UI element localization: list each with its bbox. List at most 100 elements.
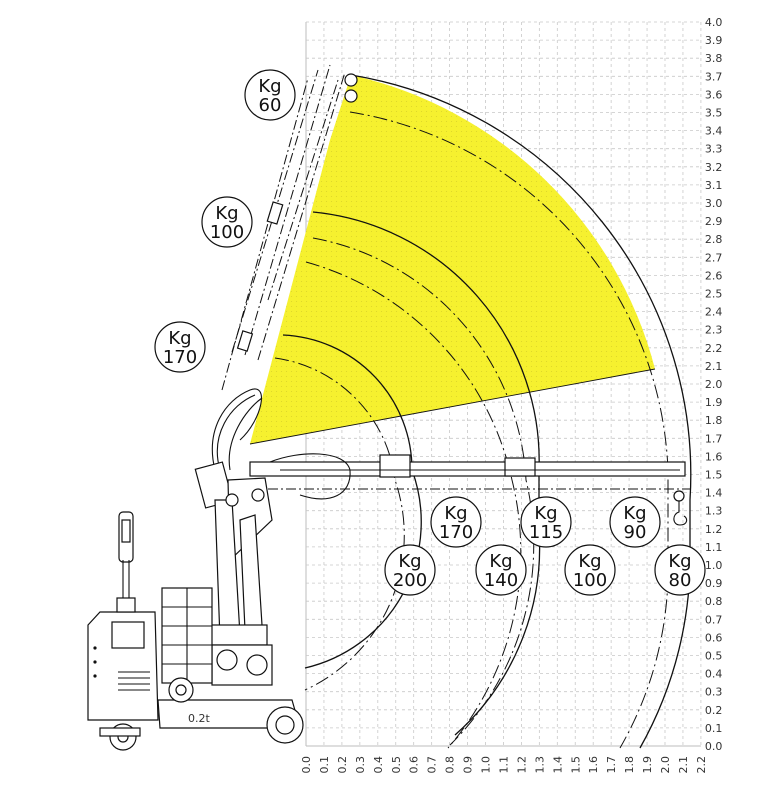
y-tick-label: 1.8 bbox=[705, 414, 723, 427]
y-tick-label: 0.2 bbox=[705, 704, 723, 717]
x-tick-label: 2.0 bbox=[659, 756, 672, 774]
load-value: 115 bbox=[529, 522, 563, 543]
y-tick-label: 0.3 bbox=[705, 686, 723, 699]
y-tick-label: 1.9 bbox=[705, 396, 723, 409]
y-tick-label: 3.3 bbox=[705, 143, 723, 156]
y-tick-label: 1.4 bbox=[705, 487, 723, 500]
y-tick-label: 3.1 bbox=[705, 179, 723, 192]
tiller-handle bbox=[116, 511, 136, 613]
mast bbox=[194, 461, 273, 686]
load-value: 140 bbox=[484, 570, 518, 591]
y-tick-label: 1.1 bbox=[705, 541, 723, 554]
load-labels: Kg60Kg100Kg170Kg170Kg115Kg90Kg200Kg140Kg… bbox=[154, 69, 706, 596]
load-value: 100 bbox=[210, 222, 244, 243]
load-unit: Kg bbox=[215, 203, 238, 224]
y-tick-label: 1.5 bbox=[705, 469, 723, 482]
load-value: 170 bbox=[439, 522, 473, 543]
load-value: 200 bbox=[393, 570, 427, 591]
y-tick-label: 0.7 bbox=[705, 613, 723, 626]
y-tick-label: 3.0 bbox=[705, 197, 723, 210]
x-tick-label: 1.2 bbox=[515, 756, 528, 774]
y-tick-label: 1.3 bbox=[705, 505, 723, 518]
y-tick-label: 1.2 bbox=[705, 523, 723, 536]
y-tick-label: 3.4 bbox=[705, 125, 723, 138]
y-tick-label: 2.4 bbox=[705, 306, 723, 319]
x-tick-label: 1.3 bbox=[533, 756, 546, 774]
y-tick-label: 1.6 bbox=[705, 450, 723, 463]
y-tick-label: 1.0 bbox=[705, 559, 723, 572]
x-tick-label: 1.0 bbox=[480, 756, 493, 774]
y-tick-label: 3.7 bbox=[705, 70, 723, 83]
x-tick-label: 0.5 bbox=[390, 756, 403, 774]
load-unit: Kg bbox=[168, 328, 191, 349]
reach-arc-max-inner bbox=[349, 111, 669, 749]
reach-arc-170-inner bbox=[274, 357, 405, 691]
reach-arc-max bbox=[350, 74, 692, 749]
machine-badge: 0.2t bbox=[188, 712, 210, 725]
y-tick-label: 3.8 bbox=[705, 52, 723, 65]
y-tick-label: 0.1 bbox=[705, 722, 723, 735]
boom-horizontal bbox=[249, 453, 690, 526]
load-value: 80 bbox=[669, 570, 692, 591]
x-tick-label: 0.7 bbox=[426, 756, 439, 774]
y-tick-label: 2.0 bbox=[705, 378, 723, 391]
y-tick-label: 2.3 bbox=[705, 324, 723, 337]
y-tick-label: 2.8 bbox=[705, 233, 723, 246]
y-tick-label: 2.2 bbox=[705, 342, 723, 355]
y-tick-label: 0.4 bbox=[705, 668, 723, 681]
load-unit: Kg bbox=[444, 503, 467, 524]
y-tick-label: 3.6 bbox=[705, 88, 723, 101]
y-tick-label: 0.9 bbox=[705, 577, 723, 590]
load-value: 60 bbox=[259, 95, 282, 116]
reach-arc-100 bbox=[312, 211, 541, 736]
x-tick-label: 1.9 bbox=[641, 756, 654, 774]
y-tick-label: 2.5 bbox=[705, 288, 723, 301]
x-tick-label: 0.2 bbox=[336, 756, 349, 774]
load-unit: Kg bbox=[578, 551, 601, 572]
y-tick-label: 3.9 bbox=[705, 34, 723, 47]
y-tick-label: 0.0 bbox=[705, 740, 723, 753]
y-tick-label: 0.5 bbox=[705, 650, 723, 663]
y-tick-label: 2.9 bbox=[705, 215, 723, 228]
x-tick-label: 0.8 bbox=[444, 756, 457, 774]
load-unit: Kg bbox=[623, 503, 646, 524]
load-unit: Kg bbox=[398, 551, 421, 572]
x-tick-label: 0.4 bbox=[372, 756, 385, 774]
boom-raised bbox=[221, 64, 358, 391]
x-tick-label: 1.5 bbox=[569, 756, 582, 774]
load-unit: Kg bbox=[258, 76, 281, 97]
load-unit: Kg bbox=[668, 551, 691, 572]
x-tick-label: 1.7 bbox=[605, 756, 618, 774]
x-tick-label: 0.6 bbox=[408, 756, 421, 774]
reach-arc-100-inner bbox=[312, 237, 535, 746]
y-tick-label: 3.5 bbox=[705, 107, 723, 120]
working-envelope bbox=[250, 75, 655, 444]
y-tick-label: 1.7 bbox=[705, 432, 723, 445]
chassis: 0.2t bbox=[87, 611, 304, 751]
load-unit: Kg bbox=[489, 551, 512, 572]
y-tick-label: 2.1 bbox=[705, 360, 723, 373]
y-tick-label: 4.0 bbox=[705, 16, 723, 29]
x-tick-label: 0.3 bbox=[354, 756, 367, 774]
load-value: 90 bbox=[624, 522, 647, 543]
working-envelope-edge bbox=[249, 368, 656, 445]
x-tick-label: 0.0 bbox=[300, 756, 313, 774]
y-tick-label: 2.6 bbox=[705, 269, 723, 282]
load-value: 170 bbox=[163, 347, 197, 368]
x-tick-label: 0.9 bbox=[462, 756, 475, 774]
x-tick-label: 0.1 bbox=[318, 756, 331, 774]
load-value: 100 bbox=[573, 570, 607, 591]
y-tick-label: 0.8 bbox=[705, 595, 723, 608]
hook-icon bbox=[673, 490, 685, 502]
x-tick-label: 2.2 bbox=[695, 756, 708, 774]
load-unit: Kg bbox=[534, 503, 557, 524]
